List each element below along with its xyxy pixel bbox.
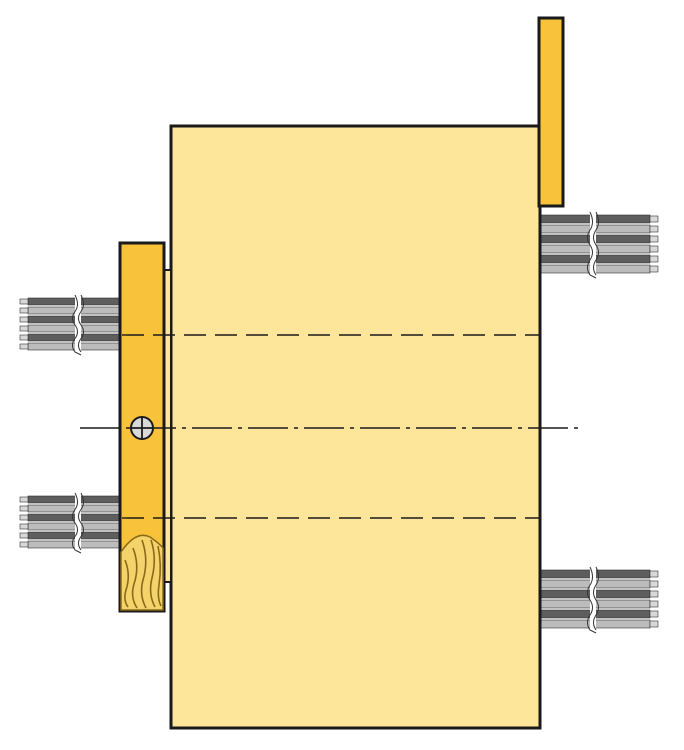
wire-break-line xyxy=(593,566,599,631)
wire-break-line xyxy=(72,492,82,554)
wire-bundle-upper-left xyxy=(19,294,121,356)
wire-tip xyxy=(649,245,659,253)
wire-break-line xyxy=(72,294,82,356)
wood-cutaway-area xyxy=(120,534,164,611)
wire-strand xyxy=(27,522,121,531)
wire-tip xyxy=(649,590,659,598)
wire-tip xyxy=(19,316,29,323)
wire-break-line xyxy=(593,211,599,276)
wire-break-gap xyxy=(590,567,596,633)
wire-strand xyxy=(27,342,121,351)
main-body xyxy=(169,124,542,730)
wire-break-gap xyxy=(590,212,596,278)
wire-bundle-lower-right xyxy=(539,566,659,634)
wire-tip xyxy=(19,541,29,548)
wood-grain-line xyxy=(124,559,130,608)
wire-strand xyxy=(27,513,121,522)
wire-tip xyxy=(649,265,659,273)
wire-break-line xyxy=(78,492,84,551)
wire-tip xyxy=(19,505,29,512)
wire-strand xyxy=(27,324,121,333)
screw-head xyxy=(130,416,154,440)
wire-tip xyxy=(649,570,659,578)
wire-tip xyxy=(19,523,29,530)
wire-break-line xyxy=(78,294,84,353)
wire-tip xyxy=(19,298,29,305)
wire-tip xyxy=(649,610,659,618)
wire-tip xyxy=(649,255,659,263)
wire-strand xyxy=(27,315,121,324)
wire-tip xyxy=(649,235,659,243)
wood-grain-line xyxy=(140,539,147,609)
wood-grain-line xyxy=(149,539,156,608)
wood-grain-line xyxy=(131,547,138,609)
wire-bundle-lower-left xyxy=(19,492,121,554)
wood-grain-cutaway xyxy=(120,534,164,611)
wire-break-gap xyxy=(75,493,81,553)
wire-strand xyxy=(27,495,121,504)
wire-break-line xyxy=(587,211,597,279)
wire-strand xyxy=(27,297,121,306)
top-right-end-plate xyxy=(537,16,565,208)
wire-tip xyxy=(19,307,29,314)
wire-break-line xyxy=(587,566,597,634)
wood-grain-line xyxy=(157,545,162,607)
wire-tip xyxy=(649,620,659,628)
wire-tip xyxy=(19,325,29,332)
wire-tip xyxy=(649,225,659,233)
wire-strand xyxy=(27,540,121,549)
wire-tip xyxy=(19,496,29,503)
wire-bundle-upper-right xyxy=(539,211,659,279)
wire-tip xyxy=(649,215,659,223)
wire-tip xyxy=(649,600,659,608)
wire-tip xyxy=(19,334,29,341)
wire-tip xyxy=(19,532,29,539)
wire-tip xyxy=(19,343,29,350)
wire-tip xyxy=(19,514,29,521)
wire-tip xyxy=(649,580,659,588)
wire-break-gap xyxy=(75,295,81,355)
